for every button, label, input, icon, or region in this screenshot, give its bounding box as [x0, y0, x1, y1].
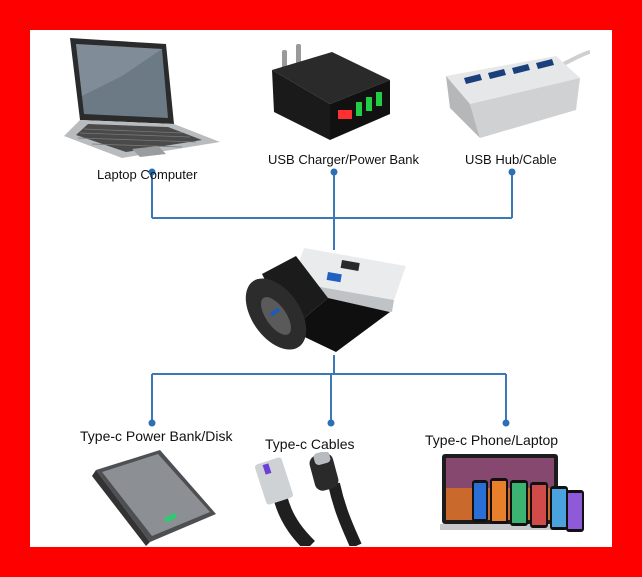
connector-dot [327, 419, 335, 427]
connector-dot [148, 419, 156, 427]
connector-dot [502, 419, 510, 427]
type-c-cable-icon [254, 452, 362, 546]
laptop-icon [64, 38, 220, 158]
usb-to-type-c-adapter-icon [245, 248, 406, 352]
label-laptop-computer: Laptop Computer [97, 167, 198, 182]
label-type-c-cables: Type-c Cables [265, 436, 355, 452]
phones-laptop-icon [440, 454, 584, 532]
label-type-c-phone-laptop: Type-c Phone/Laptop [425, 432, 559, 448]
label-usb-charger-power-bank: USB Charger/Power Bank [268, 152, 420, 167]
usb-charger-icon [272, 44, 390, 140]
power-bank-icon [92, 450, 216, 546]
usb-hub-icon [446, 50, 590, 138]
connector-dot [508, 168, 516, 176]
label-usb-hub-cable: USB Hub/Cable [465, 152, 557, 167]
connector-dot [330, 168, 338, 176]
label-type-c-power-bank-disk: Type-c Power Bank/Disk [80, 428, 233, 444]
connector-dot [148, 168, 156, 176]
